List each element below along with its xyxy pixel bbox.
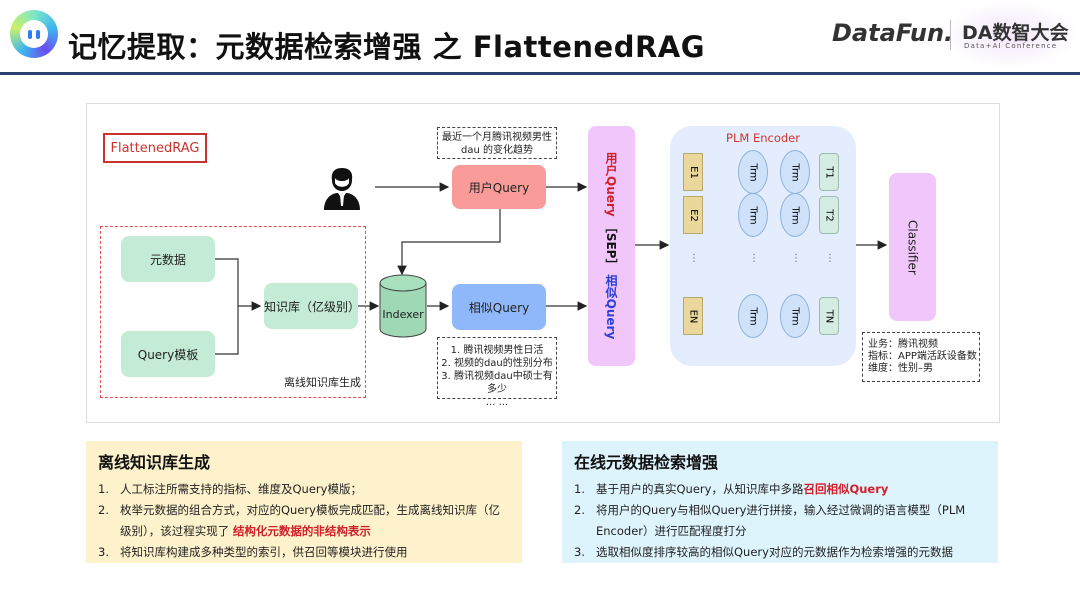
- similar-example: 2. 视频的dau的性别分布: [441, 358, 553, 369]
- similar-example: 3. 腾讯视频dau中硕士有多少: [441, 371, 553, 395]
- user-icon: [324, 168, 360, 210]
- step-highlight: 召回相似Query: [803, 482, 889, 496]
- offline-step: 1. 人工标注所需支持的指标、维度及Query模版；: [98, 479, 510, 500]
- header-glow: [940, 0, 1080, 70]
- ellipsis: ⋮: [689, 253, 699, 264]
- concat-sep: ［SEP］: [604, 221, 618, 271]
- output-token-tn: TN: [819, 297, 839, 335]
- conference-subtitle: Data+AI Conference: [964, 42, 1058, 50]
- knowledge-base-node: 知识库（亿级别）: [264, 283, 360, 329]
- similar-example: 1. 腾讯视频男性日活: [450, 345, 544, 356]
- concat-user-query: 用户Query: [604, 152, 618, 217]
- trm-node: Trm: [738, 294, 768, 338]
- result-business: 业务：腾讯视频: [868, 339, 938, 350]
- step-number: 2.: [98, 503, 109, 517]
- t2-label: T2: [823, 208, 835, 222]
- page-title: 记忆提取：元数据检索增强 之 FlattenedRAG: [68, 30, 706, 64]
- user-query-example: 最近一个月腾讯视频男性dau 的变化趋势: [437, 127, 557, 159]
- trm-node: Trm: [738, 193, 768, 237]
- ellipsis: ⋮: [749, 253, 759, 264]
- step-text: 选取相似度排序较高的相似Query对应的元数据作为检索增强的元数据: [596, 545, 953, 559]
- offline-step: 3. 将知识库构建成多种类型的索引，供召回等模块进行使用: [98, 542, 510, 563]
- trm-node: Trm: [780, 193, 810, 237]
- user-query-node: 用户Query: [452, 165, 546, 209]
- trm-label: Trm: [747, 205, 759, 225]
- flattenedrag-tag: FlattenedRAG: [103, 133, 207, 163]
- datafun-logo: DataFun.: [832, 19, 954, 47]
- result-dimension: 维度：性别–男: [868, 363, 933, 374]
- trm-label: Trm: [747, 162, 759, 182]
- step-text: 基于用户的真实Query，从知识库中多路: [596, 482, 804, 496]
- offline-panel-title: 离线知识库生成: [98, 453, 211, 472]
- online-retrieval-panel: 在线元数据检索增强 1. 基于用户的真实Query，从知识库中多路召回相似Quer…: [562, 441, 998, 563]
- indexer-cylinder: [379, 274, 427, 338]
- e1-label: E1: [687, 165, 699, 179]
- header-rule: [0, 72, 1080, 75]
- similar-query-node: 相似Query: [452, 284, 546, 330]
- logo-divider: [950, 20, 951, 50]
- t1-label: T1: [823, 165, 835, 179]
- logo-eye-right: [36, 30, 40, 39]
- offline-kb-panel: 离线知识库生成 1. 人工标注所需支持的指标、维度及Query模版； 2. 枚举元数…: [86, 441, 522, 563]
- step-number: 3.: [574, 545, 585, 559]
- concat-similar-query: 相似Query: [604, 275, 618, 340]
- logo-eye-left: [28, 30, 32, 39]
- input-embedding-e1: E1: [683, 153, 703, 191]
- output-token-t2: T2: [819, 196, 839, 234]
- output-token-t1: T1: [819, 153, 839, 191]
- offline-step: 2. 枚举元数据的组合方式，对应的Query模板完成匹配，生成离线知识库（亿级别）…: [98, 500, 510, 542]
- result-metric: 指标：APP端活跃设备数: [868, 351, 977, 362]
- step-text: 将知识库构建成多种类型的索引，供召回等模块进行使用: [120, 545, 408, 559]
- tn-label: TN: [823, 309, 835, 323]
- similar-example: ... ...: [485, 397, 509, 408]
- step-number: 3.: [98, 545, 109, 559]
- input-embedding-en: EN: [683, 297, 703, 335]
- trm-node: Trm: [738, 150, 768, 194]
- offline-kb-region: [100, 226, 366, 398]
- query-template-node: Query模板: [121, 331, 215, 377]
- en-label: EN: [687, 309, 699, 323]
- trm-node: Trm: [780, 150, 810, 194]
- trm-node: Trm: [780, 294, 810, 338]
- online-step: 1. 基于用户的真实Query，从知识库中多路召回相似Query: [574, 479, 986, 500]
- input-embedding-e2: E2: [683, 196, 703, 234]
- trm-label: Trm: [789, 162, 801, 182]
- step-text: 枚举元数据的组合方式，对应的Query模板完成匹配，生成离线知识库（亿级别），该…: [120, 503, 500, 538]
- conference-logo: DA数智大会: [962, 22, 1069, 44]
- offline-label: 离线知识库生成: [284, 376, 361, 389]
- step-text: 将用户的Query与相似Query进行拼接，输入经过微调的语言模型（PLM En…: [596, 503, 966, 538]
- trm-label: Trm: [789, 205, 801, 225]
- concat-label: 用户Query ［SEP］ 相似Query: [603, 152, 620, 339]
- step-number: 1.: [98, 482, 109, 496]
- metadata-node: 元数据: [121, 236, 215, 282]
- plm-encoder-title: PLM Encoder: [726, 131, 800, 145]
- logo-face: [20, 20, 48, 48]
- step-text: 人工标注所需支持的指标、维度及Query模版；: [120, 482, 362, 496]
- similar-query-examples: 1. 腾讯视频男性日活 2. 视频的dau的性别分布 3. 腾讯视频dau中硕士…: [437, 337, 557, 408]
- indexer-label: Indexer: [382, 308, 424, 321]
- step-number: 2.: [574, 503, 585, 517]
- classifier-label: Classifier: [905, 219, 920, 275]
- online-step: 2. 将用户的Query与相似Query进行拼接，输入经过微调的语言模型（PLM …: [574, 500, 986, 542]
- classifier-node: Classifier: [889, 173, 936, 321]
- step-highlight: 结构化元数据的非结构表示: [232, 524, 371, 538]
- ellipsis: ⋮: [825, 253, 835, 264]
- concat-input-node: 用户Query ［SEP］ 相似Query: [588, 126, 635, 366]
- online-panel-title: 在线元数据检索增强: [574, 453, 719, 472]
- ellipsis: ⋮: [791, 253, 801, 264]
- arrow-query-to-indexer: [397, 209, 501, 276]
- online-step: 3. 选取相似度排序较高的相似Query对应的元数据作为检索增强的元数据: [574, 542, 986, 563]
- trm-label: Trm: [789, 306, 801, 326]
- classifier-result: 业务：腾讯视频 指标：APP端活跃设备数 维度：性别–男: [862, 332, 980, 382]
- e2-label: E2: [687, 208, 699, 222]
- trm-label: Trm: [747, 306, 759, 326]
- step-number: 1.: [574, 482, 585, 496]
